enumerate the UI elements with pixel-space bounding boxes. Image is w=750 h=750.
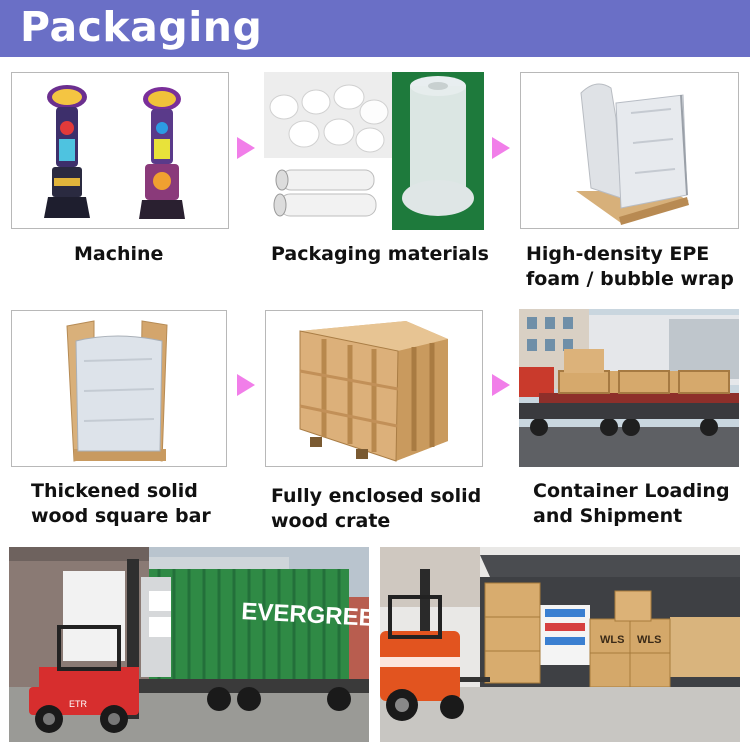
step-caption-machine: Machine bbox=[74, 243, 164, 265]
step-caption-wood-square-bar: Thickened solid wood square bar bbox=[31, 480, 211, 527]
boxing-machine-illustration bbox=[44, 85, 90, 218]
truck-loading-photo bbox=[519, 309, 739, 467]
foam-wrapped-machine-photo bbox=[520, 72, 739, 229]
step-caption-wood-crate: Fully enclosed solid wood crate bbox=[271, 485, 482, 532]
wood-crate-photo bbox=[265, 310, 483, 467]
box-label-b: WLS bbox=[637, 634, 661, 646]
machine-photo bbox=[11, 72, 229, 229]
header-bar: Packaging bbox=[0, 0, 750, 57]
step-caption-container-loading: Container Loading and Shipment bbox=[533, 480, 730, 527]
warehouse-forklift-photo: WLS WLS bbox=[380, 547, 740, 742]
arrow-right-icon bbox=[492, 374, 510, 396]
arrow-right-icon bbox=[237, 137, 255, 159]
container-forklift-photo: EVERGREEN ETR bbox=[9, 547, 369, 742]
arrow-right-icon bbox=[492, 137, 510, 159]
box-label-a: WLS bbox=[600, 634, 624, 646]
packaging-materials-photo bbox=[264, 72, 484, 230]
forklift-text: ETR bbox=[69, 699, 88, 709]
arrow-right-icon bbox=[237, 374, 255, 396]
boxing-machine-illustration bbox=[139, 87, 185, 219]
page-title: Packaging bbox=[20, 3, 263, 51]
wood-square-bar-photo bbox=[11, 310, 227, 467]
step-caption-epe-foam: High-density EPE foam / bubble wrap bbox=[526, 243, 734, 290]
step-caption-packaging-materials: Packaging materials bbox=[271, 243, 489, 265]
